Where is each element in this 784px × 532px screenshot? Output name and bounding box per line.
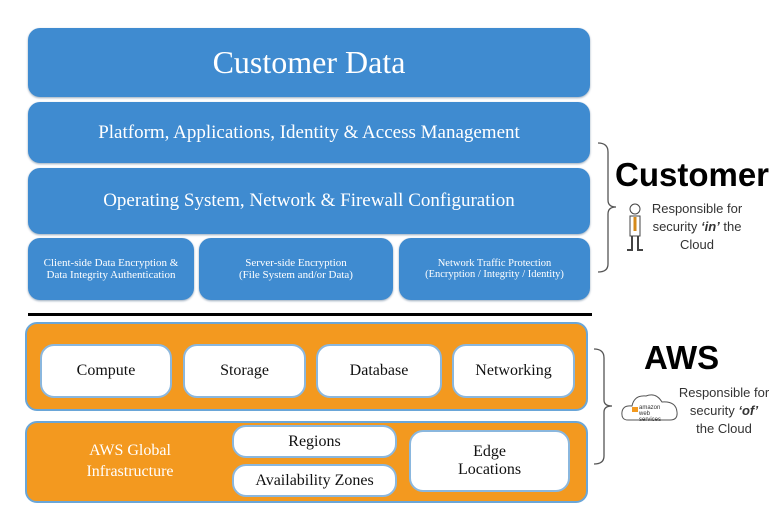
global-infra-label: AWS Global Infrastructure — [86, 442, 174, 480]
label: security — [689, 403, 739, 418]
label: the — [719, 219, 742, 234]
label: (Encryption / Integrity / Identity) — [425, 269, 564, 280]
person-icon — [627, 203, 643, 251]
label: security ‘in’ the — [648, 218, 746, 236]
aws-title: AWS — [644, 339, 720, 376]
availability-zones-box: Availability Zones — [232, 464, 397, 497]
customer-description: Responsible for security ‘in’ the Cloud — [648, 200, 746, 254]
label: Responsible for — [651, 201, 743, 216]
network-traffic-protection: Network Traffic Protection(Encryption / … — [399, 238, 590, 300]
cloud-icon — [621, 394, 678, 421]
aws-description: Responsible for security ‘of’ the Cloud — [674, 384, 774, 438]
label: Server-side Encryption — [245, 257, 347, 269]
service-networking: Networking — [452, 344, 575, 398]
label: Locations — [457, 461, 522, 478]
aws-brace-icon — [593, 348, 613, 465]
label: (File System and/or Data) — [239, 269, 353, 281]
os-layer: Operating System, Network & Firewall Con… — [28, 168, 590, 234]
label: Cloud — [680, 237, 714, 252]
emphasis: ‘of’ — [738, 403, 759, 418]
label: Network Traffic Protection — [437, 258, 552, 269]
regions-box: Regions — [232, 425, 397, 458]
client-side-encryption: Client-side Data Encryption & Data Integ… — [28, 238, 194, 300]
aws-logo-text: amazon web services — [639, 405, 662, 423]
service-compute: Compute — [40, 344, 172, 398]
label: the Cloud — [696, 421, 752, 436]
label: Edge — [473, 443, 506, 460]
server-side-encryption: Server-side Encryption(File System and/o… — [199, 238, 393, 300]
divider-line — [28, 313, 592, 316]
emphasis: ‘in’ — [700, 219, 720, 234]
aws-cloud-logo: amazon web services — [620, 388, 680, 424]
platform-layer: Platform, Applications, Identity & Acces… — [28, 102, 590, 163]
label: security ‘of’ — [674, 402, 774, 420]
customer-data-layer: Customer Data — [28, 28, 590, 97]
service-storage: Storage — [183, 344, 306, 398]
customer-brace-icon — [597, 142, 617, 273]
label: security — [652, 219, 701, 234]
label: Responsible for — [678, 385, 770, 400]
service-database: Database — [316, 344, 442, 398]
customer-title: Customer — [615, 156, 770, 193]
